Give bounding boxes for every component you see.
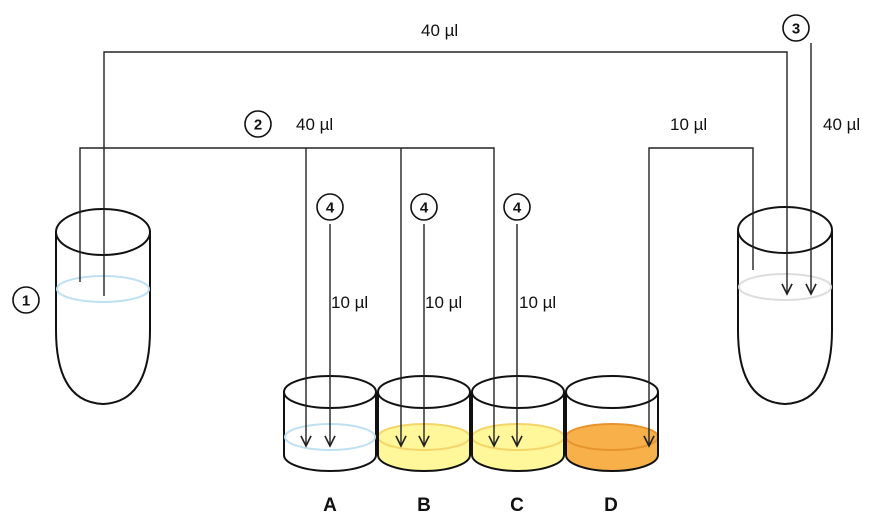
top-transfer-line <box>103 51 787 296</box>
right-tube <box>737 206 833 406</box>
well-c-label: C <box>510 495 524 516</box>
svg-text:2: 2 <box>254 117 262 134</box>
step-4-marker-c: 4 <box>503 193 531 221</box>
svg-text:4: 4 <box>420 200 429 217</box>
top-volume-label: 40 µl <box>421 21 458 40</box>
svg-text:3: 3 <box>792 21 800 38</box>
well-b-volume-label: 10 µl <box>425 293 462 312</box>
step-4-marker-a: 4 <box>316 193 344 221</box>
well-a-volume-label: 10 µl <box>331 293 368 312</box>
left-tube <box>55 208 151 406</box>
svg-text:4: 4 <box>326 200 335 217</box>
left-tube-liquid <box>56 275 150 303</box>
svg-text:4: 4 <box>513 200 522 217</box>
right-tube-liquid <box>738 273 832 301</box>
well-d <box>565 375 659 472</box>
well-b-label: B <box>417 495 431 516</box>
svg-text:1: 1 <box>22 293 30 310</box>
step-1-marker: 1 <box>12 286 40 314</box>
right-volume-label: 40 µl <box>823 115 860 134</box>
well-c-volume-label: 10 µl <box>519 293 556 312</box>
step-2-marker: 2 <box>244 110 272 138</box>
mid-distribution-line <box>79 147 494 446</box>
step-3-marker: 3 <box>782 14 810 42</box>
right-to-d-line <box>649 147 754 446</box>
well-a-label: A <box>323 495 337 516</box>
well-c <box>471 375 565 472</box>
mid-volume-label: 40 µl <box>296 115 333 134</box>
well-d-label: D <box>604 495 618 516</box>
step-4-marker-b: 4 <box>410 193 438 221</box>
right-transfer-volume-label: 10 µl <box>670 115 707 134</box>
